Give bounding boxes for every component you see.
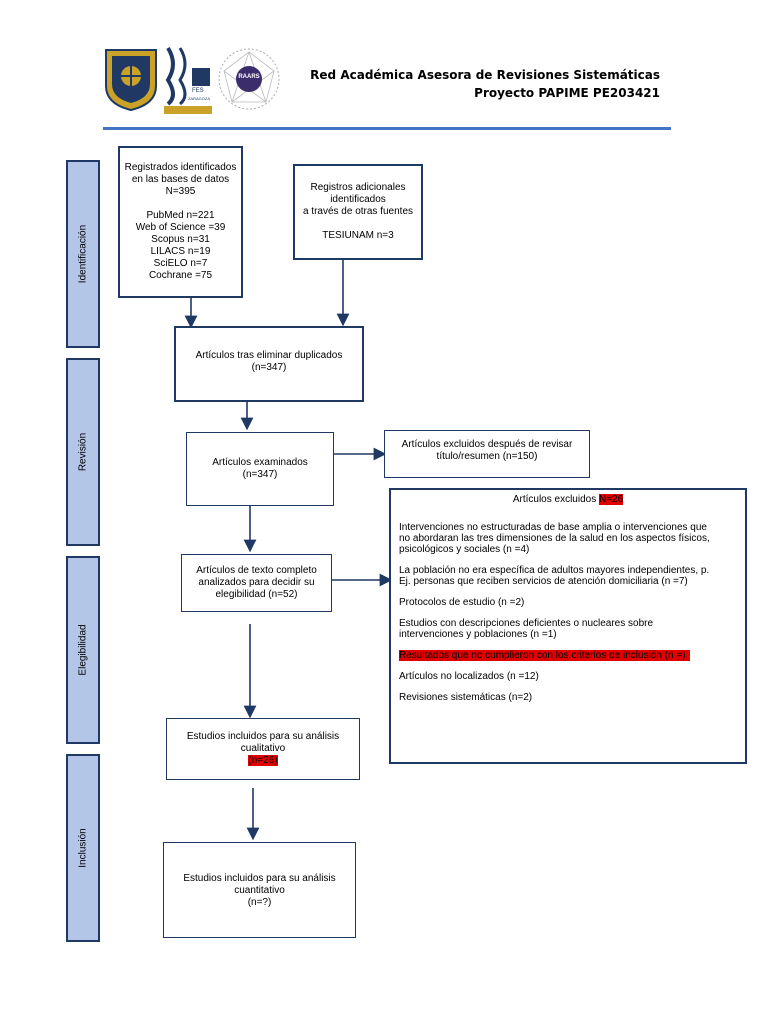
fes-text: FES	[192, 88, 204, 94]
examinados-line-1: Artículos examinados	[212, 457, 308, 468]
phase-elegibilidad: Elegibilidad	[66, 556, 100, 744]
excluidos-item-3: Protocolos de estudio (n =2)	[399, 597, 525, 608]
excluidos-item-1: Intervenciones no estructuradas de base …	[399, 522, 737, 555]
duplicados-line-1: Artículos tras eliminar duplicados	[195, 350, 343, 361]
excluidos-item-5: Resultados que no cumplieron con los cri…	[399, 650, 737, 661]
registrados-line-7: LILACS n=19	[150, 246, 211, 257]
adicionales-line-4: TESIUNAM n=3	[322, 230, 394, 241]
box-cuantitativo: Estudios incluidos para su análisis cuan…	[163, 842, 356, 938]
box-excluidos-elegibilidad: Artículos excluidos N=26 Intervenciones …	[389, 488, 747, 764]
excluidos-item-2a: La población no era específica de adulto…	[399, 565, 710, 576]
cualitativo-line-3: (n=26)	[167, 755, 359, 767]
excluidos-item-4b: intervenciones y poblaciones (n =1)	[399, 629, 557, 640]
header-title-1: Red Académica Asesora de Revisiones Sist…	[310, 68, 660, 82]
excluidos-item-5-text: Resultados que no cumplieron con los cri…	[399, 650, 690, 661]
excluidos-item-6: Artículos no localizados (n =12)	[399, 671, 539, 682]
adicionales-line-2: identificados	[330, 194, 386, 205]
excluidos-item-4: Estudios con descripciones deficientes o…	[399, 618, 737, 640]
registrados-line-2: en las bases de datos	[131, 174, 230, 185]
excluidos-item-1b: no abordaran las tres dimensiones de la …	[399, 533, 710, 544]
header-title-2: Proyecto PAPIME PE203421	[474, 86, 660, 100]
box-examinados: Artículos examinados (n=347)	[186, 432, 334, 506]
cuantitativo-line-1: Estudios incluidos para su análisis	[183, 873, 336, 884]
texto-completo-line-3: elegibilidad (n=52)	[215, 589, 298, 600]
raars-logo: RAARS	[216, 46, 282, 112]
texto-completo-line-1: Artículos de texto completo	[196, 565, 317, 576]
excluidos-item-7: Revisiones sistemáticas (n=2)	[399, 692, 533, 703]
examinados-line-2: (n=347)	[242, 469, 278, 480]
cualitativo-line-2: cualitativo	[240, 743, 286, 754]
phase-revision: Revisión	[66, 358, 100, 546]
zaragoza-text: ZARAGOZA	[188, 96, 211, 101]
box-duplicados: Artículos tras eliminar duplicados (n=34…	[174, 326, 364, 402]
cuantitativo-line-2: cuantitativo	[234, 885, 285, 896]
excluidos-item-1c: psicológicos y sociales (n =4)	[399, 544, 530, 555]
box-registrados: Registrados identificados en las bases d…	[118, 146, 243, 298]
phase-identificacion: Identificación	[66, 160, 100, 348]
excluidos-title-count: N=26	[598, 494, 624, 505]
excluidos-item-2b: Ej. personas que reciben servicios de at…	[399, 576, 688, 587]
raars-text: RAARS	[238, 74, 260, 80]
box-texto-completo: Artículos de texto completo analizados p…	[181, 554, 332, 612]
excluidos-item-2: La población no era específica de adulto…	[399, 565, 737, 587]
cualitativo-count: (n=26)	[248, 755, 278, 766]
registrados-line-8: SciELO n=7	[153, 258, 208, 269]
fes-zaragoza-logo: FES ZARAGOZA	[162, 44, 214, 116]
box-excluidos-titulo: Artículos excluidos después de revisar t…	[384, 430, 590, 478]
registrados-line-3: N=395	[165, 186, 196, 197]
cualitativo-line-1: Estudios incluidos para su análisis	[186, 731, 340, 742]
texto-completo-line-2: analizados para decidir su	[198, 577, 315, 588]
registrados-line-6: Scopus n=31	[151, 234, 210, 245]
box-adicionales: Registros adicionales identificados a tr…	[293, 164, 423, 260]
excluidos-titulo-line-2: título/resumen (n=150)	[436, 451, 538, 462]
registrados-line-4: PubMed n=221	[146, 210, 215, 221]
header-divider	[103, 127, 671, 130]
registrados-line-9: Cochrane =75	[148, 270, 213, 281]
duplicados-line-2: (n=347)	[251, 362, 287, 373]
excluidos-title-text: Artículos excluidos	[512, 494, 599, 505]
cuantitativo-line-3: (n=?)	[247, 897, 272, 908]
phase-inclusion: Inclusión	[66, 754, 100, 942]
unam-logo	[102, 46, 160, 112]
excluidos-titulo-line-1: Artículos excluidos después de revisar	[401, 439, 573, 450]
adicionales-line-3: a través de otras fuentes	[302, 206, 414, 217]
excluidos-item-1a: Intervenciones no estructuradas de base …	[399, 522, 707, 533]
box-cualitativo: Estudios incluidos para su análisis cual…	[166, 718, 360, 780]
registrados-line-1: Registrados identificados	[124, 162, 237, 173]
excluidos-title: Artículos excluidos N=26	[399, 494, 737, 505]
excluidos-item-4a: Estudios con descripciones deficientes o…	[399, 618, 654, 629]
adicionales-line-1: Registros adicionales	[310, 182, 406, 193]
registrados-line-5: Web of Science =39	[135, 222, 226, 233]
